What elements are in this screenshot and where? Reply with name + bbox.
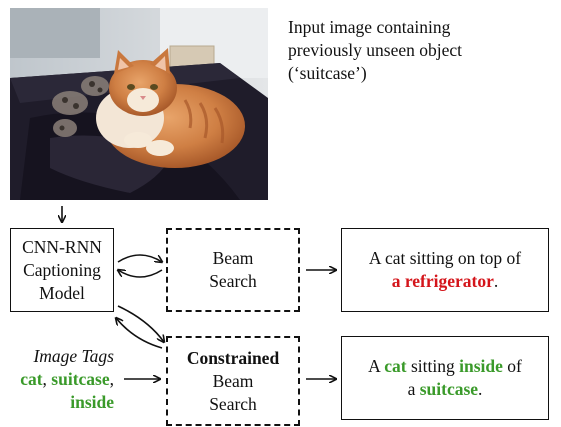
tag-inside: inside bbox=[70, 392, 114, 412]
constrained-line-3: Search bbox=[209, 393, 257, 414]
arrow-constrained-to-model bbox=[116, 318, 163, 349]
captioning-model-box: CNN-RNN Captioning Model bbox=[10, 228, 114, 312]
image-tags-label: Image Tags bbox=[33, 346, 114, 366]
text-fragment: a bbox=[407, 379, 420, 399]
beam-search-line-2: Search bbox=[209, 271, 257, 291]
constrained-output-line-1: A cat sitting inside of bbox=[368, 355, 522, 378]
beam-search-output-box: A cat sitting on top of a refrigerator. bbox=[341, 228, 549, 312]
captioning-model-line-2: Captioning bbox=[23, 259, 101, 280]
beam-output-line-2: a refrigerator. bbox=[392, 270, 499, 293]
text-fragment: . bbox=[478, 379, 483, 399]
input-caption-line-2: previously unseen object bbox=[288, 40, 462, 60]
constrained-line-2: Beam bbox=[212, 370, 254, 391]
wrong-object-text: a refrigerator bbox=[391, 271, 494, 291]
beam-output-period: . bbox=[493, 271, 499, 291]
tag-inside-in-caption: inside bbox=[459, 356, 503, 376]
image-tags: Image Tags cat, suitcase, inside bbox=[6, 345, 114, 414]
constrained-output-box: A cat sitting inside of a suitcase. bbox=[341, 336, 549, 420]
constrained-line-1: Constrained bbox=[186, 347, 280, 368]
arrow-model-to-beam bbox=[117, 254, 162, 262]
input-image-description: Input image containing previously unseen… bbox=[288, 16, 548, 85]
beam-search-box: Beam Search bbox=[166, 228, 300, 312]
arrow-model-to-constrained bbox=[117, 305, 164, 342]
arrow-beam-to-model bbox=[118, 270, 163, 278]
tag-separator: , bbox=[109, 369, 114, 389]
input-caption-line-1: Input image containing bbox=[288, 17, 451, 37]
input-caption-line-3: (‘suitcase’) bbox=[288, 63, 367, 83]
text-fragment: of bbox=[502, 356, 522, 376]
beam-output-line-1: A cat sitting on top of bbox=[368, 248, 522, 268]
image-tags-line-1: cat, suitcase, bbox=[6, 368, 114, 391]
constrained-output-line-2: a suitcase. bbox=[408, 378, 483, 401]
tag-cat: cat bbox=[20, 369, 43, 389]
cat-in-suitcase-image bbox=[10, 8, 268, 200]
input-photo bbox=[10, 8, 268, 200]
constrained-beam-search-box: Constrained Beam Search bbox=[166, 336, 300, 426]
tag-suitcase: suitcase bbox=[51, 369, 110, 389]
beam-search-line-1: Beam bbox=[212, 248, 254, 268]
image-tags-line-2: inside bbox=[6, 391, 114, 414]
text-fragment: sitting bbox=[406, 356, 460, 376]
tag-cat-in-caption: cat bbox=[384, 356, 407, 376]
tag-separator: , bbox=[42, 369, 52, 389]
captioning-model-line-1: CNN-RNN bbox=[22, 236, 102, 257]
captioning-model-line-3: Model bbox=[39, 282, 85, 303]
tag-suitcase-in-caption: suitcase bbox=[419, 379, 479, 399]
text-fragment: A bbox=[368, 356, 385, 376]
